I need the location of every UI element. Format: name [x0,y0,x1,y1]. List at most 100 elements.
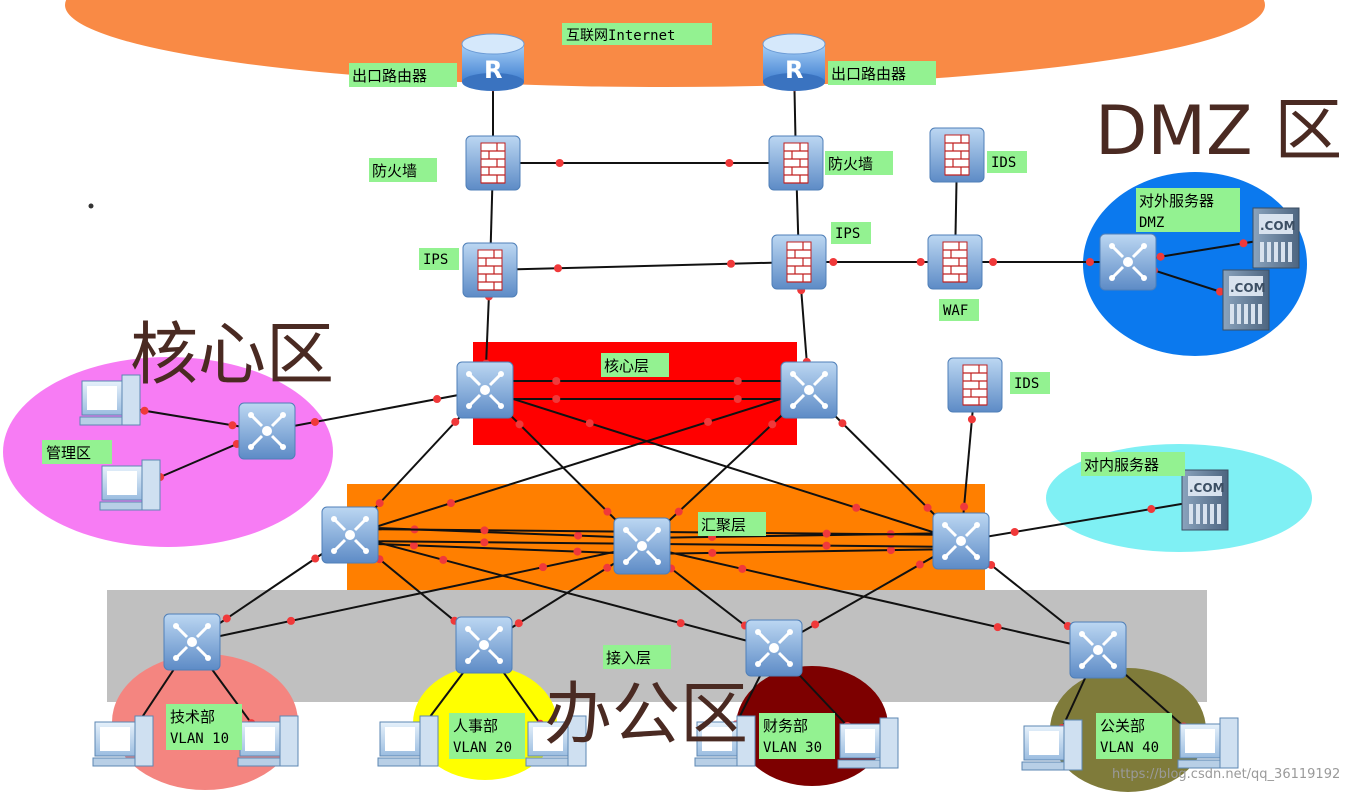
firewall-icon[interactable] [947,357,1003,413]
firewall-icon[interactable] [465,135,521,191]
firewall-icon[interactable] [768,135,824,191]
label-aggregation-layer: 汇聚层 [698,512,766,536]
pc-icon[interactable] [1021,719,1083,771]
link-a2-s4 [641,545,1099,651]
firewall-icon[interactable] [927,234,983,290]
pc-icon[interactable] [99,459,161,511]
link-endpoint-dot [311,554,320,563]
switch-icon[interactable] [932,512,990,570]
link-endpoint-dot [1216,287,1225,296]
link-endpoint-dot [916,258,925,266]
svg-text:核心层: 核心层 [604,357,649,375]
svg-text:人事部: 人事部 [453,717,498,735]
link-endpoint-dot [768,420,777,429]
watermark: https://blog.csdn.net/qq_36119192 [1112,767,1340,782]
link-endpoint-dot [552,377,561,385]
svg-text:IPS: IPS [835,226,860,242]
link-endpoint-dot [446,499,455,508]
pc-icon[interactable] [1177,717,1239,769]
server-icon[interactable]: .COM [1252,207,1300,269]
switch-icon[interactable] [321,506,379,564]
router-icon[interactable]: R [762,33,826,91]
pc-icon[interactable] [377,715,439,767]
label-ips-left: IPS [419,248,459,270]
svg-text:VLAN 30: VLAN 30 [763,740,822,756]
pc-icon[interactable] [837,717,899,769]
link-a1-s3 [349,534,775,649]
link-endpoint-dot [140,406,149,415]
link-endpoint-dot [733,395,742,403]
zone-title-dmz: DMZ 区 [1095,92,1342,171]
link-endpoint-dot [573,547,582,556]
svg-text:对外服务器: 对外服务器 [1139,192,1214,210]
link-a2-s1 [191,545,643,643]
switch-icon[interactable] [455,616,513,674]
router-icon[interactable]: R [461,33,525,91]
svg-text:IPS: IPS [423,252,448,268]
label-firewall-right: 防火墙 [825,151,893,175]
firewall-icon[interactable] [771,234,827,290]
label-internet: 互联网Internet [562,23,712,45]
svg-text:R: R [785,56,803,84]
switch-icon[interactable] [613,517,671,575]
link-endpoint-dot [960,502,969,511]
switch-icon[interactable] [1099,233,1157,291]
link-endpoint-dot [409,541,418,550]
label-ext-server: 对外服务器 DMZ [1136,188,1240,232]
link-endpoint-dot [674,507,683,516]
zone-title-office: 办公区 [544,676,748,755]
link-endpoint-dot [838,419,847,428]
switch-icon[interactable] [780,361,838,419]
link-endpoint-dot [1147,505,1156,514]
svg-text:公关部: 公关部 [1100,717,1145,735]
link-ips1-ips2 [489,261,800,271]
link-endpoint-dot [480,538,489,547]
link-endpoint-dot [886,546,895,555]
firewall-icon[interactable] [462,242,518,298]
firewall-icon[interactable] [929,127,985,183]
link-endpoint-dot [829,258,838,266]
link-endpoint-dot [676,619,685,628]
pc-icon[interactable] [92,715,154,767]
pc-icon[interactable] [237,715,299,767]
link-c1-a3 [484,389,962,542]
label-router-left: 出口路由器 [349,63,457,87]
pc-icon[interactable] [694,715,756,767]
label-core-layer: 核心层 [601,353,669,377]
label-waf: WAF [939,299,979,321]
label-dept-pr: 公关部 VLAN 40 [1096,713,1172,759]
link-endpoint-dot [1239,239,1248,248]
switch-icon[interactable] [745,619,803,677]
svg-text:WAF: WAF [943,303,968,319]
svg-text:IDS: IDS [1014,376,1039,392]
link-endpoint-dot [552,395,561,403]
devices-layer: R R .COM .COM .COM [79,33,1300,771]
label-management: 管理区 [42,440,112,464]
link-endpoint-dot [515,420,524,429]
pc-icon[interactable] [79,374,141,426]
link-endpoint-dot [222,614,231,623]
label-access-layer: 接入层 [603,645,671,669]
svg-text:DMZ: DMZ [1139,215,1164,231]
svg-text:防火墙: 防火墙 [372,162,417,180]
server-icon[interactable]: .COM [1181,469,1229,531]
link-endpoint-dot [585,419,594,428]
link-a3-isrv [960,499,1206,542]
svg-text:.COM: .COM [1230,281,1266,295]
switch-icon[interactable] [1069,621,1127,679]
link-endpoint-dot [811,620,820,629]
svg-text:管理区: 管理区 [46,444,91,462]
link-endpoint-dot [539,563,547,572]
switch-icon[interactable] [238,402,296,460]
link-c2-a1 [349,389,810,536]
link-endpoint-dot [993,623,1002,632]
switch-icon[interactable] [163,613,221,671]
label-ids-mid: IDS [1010,372,1050,394]
server-icon[interactable]: .COM [1222,269,1270,331]
switch-icon[interactable] [456,361,514,419]
link-a3-s3 [773,540,962,649]
link-endpoint-dot [433,395,442,404]
pc-icon[interactable] [525,715,587,767]
link-endpoint-dot [989,258,998,266]
